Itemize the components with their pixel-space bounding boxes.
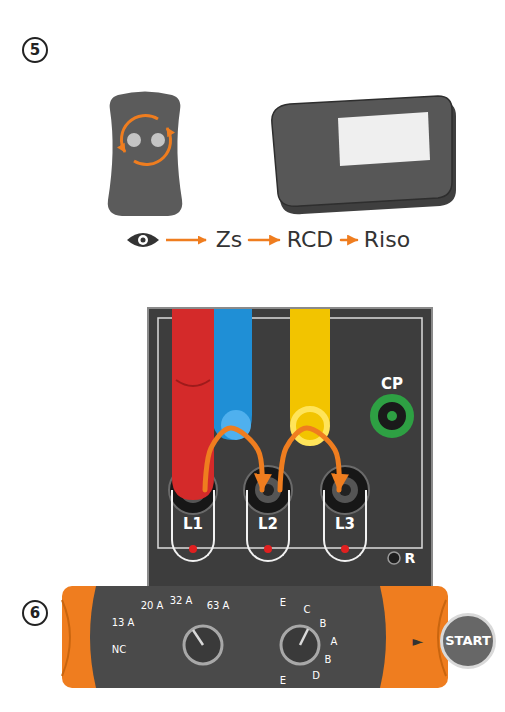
start-button-circle (442, 615, 495, 668)
red-cable (172, 309, 214, 500)
socket-name: R (405, 551, 416, 565)
step-number: 6 (22, 600, 48, 626)
meter-face (90, 586, 386, 688)
socket (321, 466, 369, 514)
scale-label: E (280, 676, 286, 686)
red-cable-shade (176, 380, 210, 386)
measurement-step: RCD (282, 226, 338, 254)
probe-button (151, 133, 165, 147)
yellow-plug (293, 409, 327, 443)
blue-cable (212, 309, 252, 440)
indicator-dot (264, 545, 272, 553)
step-number-text: 5 (30, 42, 40, 59)
cp-socket (374, 398, 410, 434)
socket-label-box: L1 (171, 490, 215, 562)
step-number-text: 6 (30, 605, 40, 622)
socket-label-box-text: L1 (183, 516, 203, 533)
sequence-arrow (341, 239, 357, 242)
sequence-arrow (249, 239, 279, 242)
scale-label: C (304, 605, 311, 615)
start-button-text: START (445, 634, 491, 648)
step-number-circle (23, 38, 47, 62)
rotary-knob (281, 626, 319, 664)
measurement-step-text: RCD (287, 228, 334, 252)
scale-label: 32 A (170, 596, 193, 606)
eye-pupil (138, 235, 148, 245)
measurement-step-text: Zs (216, 228, 243, 252)
rotate-arrow (134, 128, 171, 165)
measurement-step: Riso (360, 226, 414, 254)
scale-label: 63 A (207, 601, 230, 611)
scale-label: B (325, 655, 332, 665)
step-number: 5 (22, 37, 48, 63)
meter-top (272, 96, 452, 206)
rotary-knob (184, 626, 222, 664)
meter-strip (62, 586, 448, 688)
scale-label: B (320, 619, 327, 629)
remote-probe (108, 92, 182, 217)
socket (244, 466, 292, 514)
eye-pupil (141, 238, 146, 243)
scale-label: E (280, 598, 286, 608)
socket-name: CP (381, 377, 403, 392)
measurement-step-text: Riso (364, 228, 410, 252)
meter-screen (338, 112, 430, 166)
socket-label-box-text: L2 (258, 516, 278, 533)
rotate-arrow (121, 115, 158, 152)
connection-arrow (280, 428, 339, 490)
scale-label: NC (112, 645, 126, 655)
cp-socket-pin (387, 411, 397, 421)
sequence-arrow (166, 239, 206, 242)
yellow-cable (290, 309, 330, 442)
socket-label-box-text: L3 (335, 516, 355, 533)
meter-grip (62, 600, 70, 676)
eye-icon (127, 233, 159, 247)
connection-arrow (205, 428, 262, 490)
socket-panel (148, 308, 432, 590)
blue-plug (221, 410, 251, 440)
pointer-symbol: ► (413, 634, 424, 648)
scale-label: 13 A (112, 618, 135, 628)
scale-label: 20 A (141, 601, 164, 611)
socket-label-box: L2 (246, 490, 290, 562)
r-socket (388, 552, 400, 564)
indicator-dot (341, 545, 349, 553)
start-button: START (440, 613, 496, 669)
indicator-dot (189, 545, 197, 553)
socket-label-box: L3 (323, 490, 367, 562)
probe-button (127, 133, 141, 147)
scale-label: D (312, 671, 320, 681)
measurement-step: Zs (212, 226, 246, 254)
step-number-circle (23, 601, 47, 625)
scale-label: A (331, 637, 338, 647)
